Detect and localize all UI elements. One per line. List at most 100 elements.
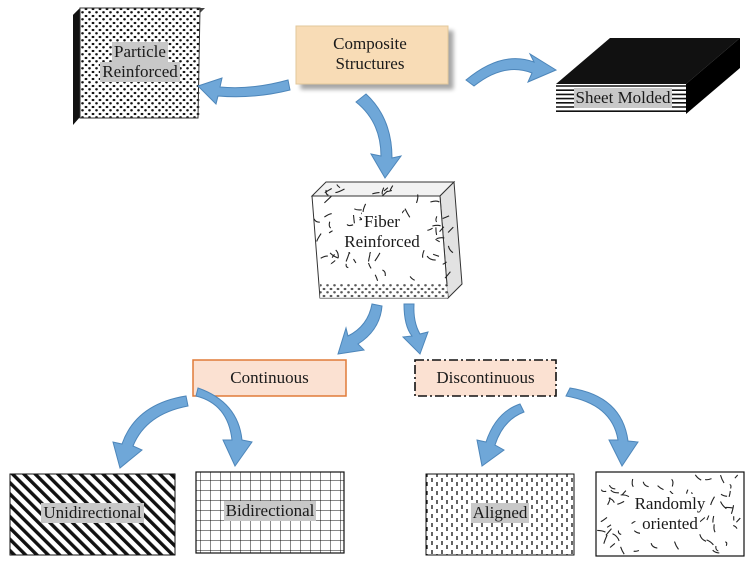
fiber-reinforced-line1: Fiber	[362, 212, 402, 232]
fiber-stroke	[435, 227, 438, 236]
fiber-stroke	[657, 485, 664, 491]
fiber-stroke	[694, 474, 702, 481]
fiber-stroke	[436, 237, 445, 240]
fiber-stroke	[427, 227, 433, 231]
fiber-stroke	[330, 260, 336, 265]
fiber-stroke	[426, 255, 436, 261]
fiber-stroke	[650, 543, 658, 549]
fiber-stroke	[432, 224, 441, 227]
fiber-stroke	[367, 254, 371, 262]
arrow-to-aligned	[476, 403, 525, 467]
fiber-stroke	[447, 245, 454, 254]
fiber-stroke	[432, 253, 440, 257]
fiber-stroke	[374, 274, 379, 281]
fiber-stroke	[383, 187, 389, 192]
fiber-stroke	[442, 261, 447, 265]
fiber-stroke	[386, 189, 393, 193]
arrow-to-continuous	[337, 303, 383, 355]
fiber-stroke	[728, 490, 731, 498]
arrow-to-bidirectional	[195, 387, 253, 467]
fiber-stroke	[335, 188, 345, 194]
fiber-stroke	[713, 524, 716, 533]
fiber-stroke	[435, 216, 438, 223]
fiber-stroke	[409, 276, 415, 281]
fiber-stroke	[607, 497, 611, 506]
fiber-reinforced-line2: Reinforced	[342, 232, 422, 252]
fiber-stroke	[699, 534, 707, 542]
fiber-stroke	[329, 252, 339, 259]
fiber-stroke	[734, 474, 739, 479]
randomly-oriented-label: Randomly oriented	[598, 494, 742, 534]
fiber-stroke	[706, 539, 714, 546]
fiber-stroke	[685, 489, 689, 494]
fiber-stroke	[353, 258, 357, 264]
fiber-stroke	[712, 515, 715, 523]
continuous-node	[192, 359, 347, 397]
particle-reinforced-line2: Reinforced	[100, 62, 180, 82]
fiber-stroke	[447, 226, 454, 233]
fiber-stroke	[710, 496, 715, 506]
particle-reinforced-label: Particle Reinforced	[82, 42, 198, 82]
randomly-oriented-line1: Randomly	[632, 494, 708, 514]
sheet-molded-label: Sheet Molded	[558, 88, 688, 108]
fiber-stroke	[609, 542, 616, 548]
fiber-stroke	[733, 524, 738, 529]
fiber-stroke	[704, 478, 712, 481]
particle-reinforced-line1: Particle	[112, 42, 168, 62]
fiber-stroke	[404, 208, 411, 218]
fiber-stroke	[600, 516, 608, 523]
fiber-stroke	[631, 520, 636, 525]
unidirectional-label: Unidirectional	[12, 503, 173, 523]
fiber-stroke	[620, 546, 625, 555]
fiber-stroke	[736, 517, 741, 523]
fiber-stroke	[325, 189, 329, 196]
fiber-stroke	[671, 478, 674, 487]
fiber-stroke	[608, 484, 616, 490]
fiber-stroke	[605, 528, 612, 536]
fiber-stroke	[382, 269, 386, 277]
fiber-stroke	[345, 252, 350, 262]
fiber-stroke	[442, 215, 450, 220]
fiber-stroke	[610, 489, 619, 494]
fiber-stroke	[346, 224, 354, 227]
continuous-text: Continuous	[230, 368, 309, 387]
fiber-stroke	[381, 187, 385, 195]
fiber-stroke	[401, 209, 405, 214]
fiber-stroke	[720, 501, 727, 510]
composite-structures-line1: Composite	[333, 34, 407, 53]
fiber-stroke	[729, 483, 732, 489]
fiber-stroke	[725, 541, 728, 546]
fiber-stroke	[633, 549, 640, 552]
sheet-molded-text: Sheet Molded	[573, 88, 673, 108]
arrow-to-unidirectional	[112, 395, 189, 469]
fiber-stroke	[320, 255, 328, 259]
fiber-stroke	[324, 195, 332, 204]
fiber-stroke	[715, 545, 719, 552]
fiber-stroke	[606, 524, 612, 528]
arrow-to-sheet	[465, 52, 558, 87]
unidirectional-text: Unidirectional	[41, 503, 144, 523]
fiber-stroke	[597, 529, 606, 533]
fiber-stroke	[617, 530, 622, 535]
fiber-stroke	[603, 534, 608, 544]
fiber-stroke	[352, 214, 355, 224]
fiber-stroke	[608, 497, 615, 503]
fiber-stroke	[372, 192, 380, 195]
fiber-stroke	[374, 252, 381, 262]
fiber-stroke	[719, 474, 725, 484]
bidirectional-label: Bidirectional	[198, 501, 342, 521]
fiber-stroke	[712, 549, 720, 554]
fiber-stroke	[328, 221, 332, 229]
particle-reinforced-block	[73, 7, 205, 125]
fiber-stroke	[354, 208, 362, 211]
fiber-stroke	[367, 262, 372, 269]
fiber-stroke	[439, 226, 445, 232]
composite-structures-label: Composite Structures	[300, 34, 440, 74]
fiber-stroke	[430, 200, 440, 203]
fiber-stroke	[435, 238, 440, 243]
fiber-stroke	[621, 490, 627, 496]
fiber-stroke	[600, 489, 607, 493]
composite-structures-line2: Structures	[335, 54, 405, 73]
fiber-stroke	[620, 494, 630, 498]
